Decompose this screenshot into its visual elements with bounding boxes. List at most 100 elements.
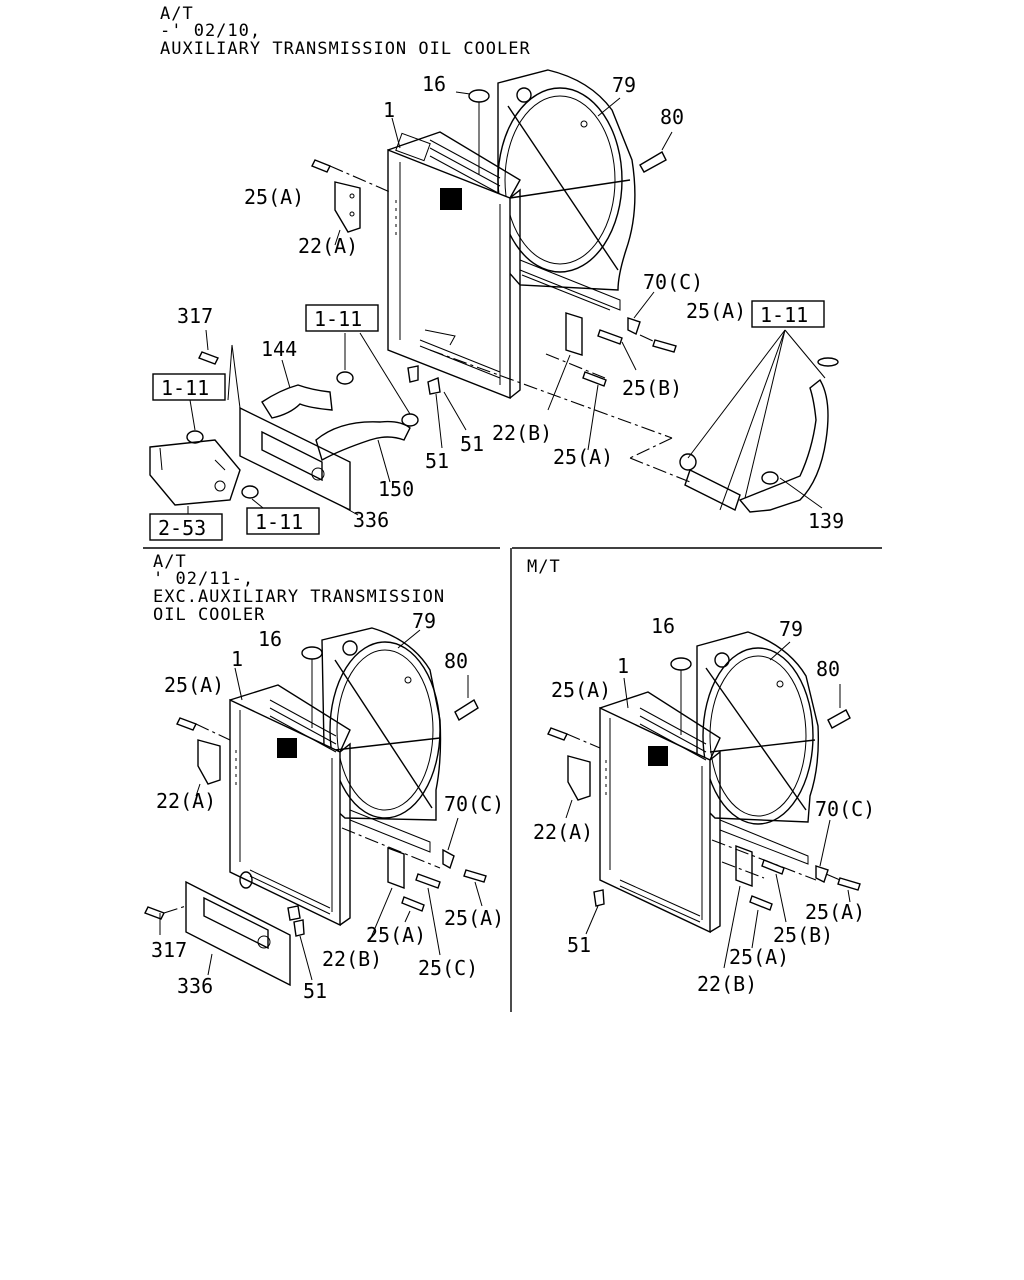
- label-bl-80: 80: [444, 649, 468, 673]
- label-bl-22b: 22(B): [322, 947, 382, 971]
- bolt-25a-bl-2: [463, 869, 487, 907]
- label-51-2: 51: [460, 432, 484, 456]
- fitting-51-bl: [293, 919, 313, 981]
- leader-79: [597, 97, 621, 117]
- label-br-1: 1: [617, 654, 629, 678]
- bolt-317: [198, 329, 219, 365]
- label-br-25b: 25(B): [773, 923, 833, 947]
- clamps-top: [186, 332, 697, 513]
- hose-150: [315, 420, 411, 483]
- ref-box-5-text[interactable]: 2-53: [158, 516, 206, 540]
- bracket-22b-br: [723, 844, 753, 969]
- bolt-25a-right: [639, 334, 677, 353]
- header-bl-line1: A/T: [153, 552, 187, 572]
- label-bl-70c: 70(C): [444, 792, 504, 816]
- label-bl-25a-3: 25(A): [366, 923, 426, 947]
- ref-box-3[interactable]: 1-11: [751, 300, 825, 328]
- bolt-25a-br-1: [547, 727, 601, 749]
- bracket-22a: [334, 181, 361, 246]
- label-br-79: 79: [779, 617, 803, 641]
- bracket-22b: [547, 312, 583, 411]
- bolt-80-br: [827, 684, 851, 729]
- label-br-25a-3: 25(A): [729, 945, 789, 969]
- bolt-25a-br-3: [749, 895, 773, 949]
- radiator-cap-16-br: [670, 657, 692, 735]
- label-25a-3: 25(A): [553, 445, 613, 469]
- diagram-bottom-left: 16 79 80 1 25(A) 22(A) 70(C) 25(A) 25(A)…: [144, 609, 504, 1003]
- ref-box-1-text[interactable]: 1-11: [314, 307, 362, 331]
- label-25a-2: 25(A): [686, 299, 746, 323]
- header-bl-line3: EXC.AUXILIARY TRANSMISSION: [153, 587, 445, 607]
- leader-1: [391, 117, 401, 149]
- label-70c: 70(C): [643, 270, 703, 294]
- bracket-22b-bl: [369, 846, 405, 941]
- clip-70c: [627, 291, 655, 335]
- label-bl-51: 51: [303, 979, 327, 1003]
- radiator-cap-16: [455, 89, 490, 175]
- label-br-70c: 70(C): [815, 797, 875, 821]
- label-bl-336: 336: [177, 974, 213, 998]
- ref-box-4[interactable]: 1-11: [246, 507, 320, 535]
- header-bottom-left: A/T ' 02/11-, EXC.AUXILIARY TRANSMISSION…: [153, 552, 445, 625]
- bracket-22a-bl: [195, 739, 221, 797]
- plate-336-bl: [163, 880, 291, 987]
- label-317: 317: [177, 304, 213, 328]
- bolt-80: [639, 131, 673, 173]
- label-139: 139: [808, 509, 844, 533]
- hose-144: [261, 359, 333, 419]
- ref-box-2-text[interactable]: 1-11: [161, 376, 209, 400]
- label-25a-1: 25(A): [244, 185, 304, 209]
- bolt-25a-lower: [582, 371, 607, 451]
- label-br-25a-1: 25(A): [551, 678, 611, 702]
- fittings-51: [407, 365, 467, 449]
- bolt-25a-br-2: [825, 873, 861, 903]
- fan-shroud-79-br: [696, 631, 819, 825]
- label-bl-317: 317: [151, 938, 187, 962]
- label-br-25a-2: 25(A): [805, 900, 865, 924]
- plate-336: [231, 344, 359, 516]
- radiator-1-br: [599, 691, 809, 934]
- label-79: 79: [612, 73, 636, 97]
- ref-box-5[interactable]: 2-53: [149, 513, 223, 541]
- fitting-51-br: [585, 889, 605, 935]
- clip-70c-bl: [442, 817, 459, 870]
- diagram-top: 16 79 80 1 25(A) 22(A) 70(C) 25(A) 25(B)…: [149, 69, 844, 541]
- label-br-22b: 22(B): [697, 972, 757, 996]
- label-br-80: 80: [816, 657, 840, 681]
- label-336: 336: [353, 508, 389, 532]
- radiator-1-bl: [229, 684, 431, 927]
- diagram-bottom-right: 16 79 80 1 25(A) 22(A) 70(C) 25(A) 25(B)…: [533, 614, 875, 996]
- header-top: A/T -' 02/10, AUXILIARY TRANSMISSION OIL…: [160, 4, 531, 59]
- ref-box-4-text[interactable]: 1-11: [255, 510, 303, 534]
- ref-box-1[interactable]: 1-11: [305, 304, 379, 332]
- bolt-25b: [597, 329, 637, 371]
- bolt-25a-top: [311, 159, 391, 193]
- bolt-25c-bl: [415, 873, 441, 956]
- clip-70c-br: [815, 819, 831, 883]
- header-top-line3: AUXILIARY TRANSMISSION OIL COOLER: [160, 39, 531, 59]
- bolt-25a-bl-1: [176, 717, 231, 741]
- label-16: 16: [422, 72, 446, 96]
- header-br-line1: M/T: [527, 557, 561, 577]
- aux-oil-cooler: [149, 439, 241, 514]
- header-bottom-right: M/T: [527, 557, 561, 577]
- label-bl-25a-1: 25(A): [164, 673, 224, 697]
- label-51-1: 51: [425, 449, 449, 473]
- header-top-line2: -' 02/10,: [160, 21, 261, 41]
- ref-box-3-text[interactable]: 1-11: [760, 303, 808, 327]
- bolt-80-bl: [454, 675, 479, 722]
- label-bl-16: 16: [258, 627, 282, 651]
- label-br-22a: 22(A): [533, 820, 593, 844]
- label-bl-22a: 22(A): [156, 789, 216, 813]
- fan-shroud-79-bl: [321, 627, 442, 821]
- label-bl-79: 79: [412, 609, 436, 633]
- oil-line-139: [684, 329, 839, 513]
- radiator-1: [387, 131, 621, 400]
- bracket-22a-br: [565, 755, 591, 819]
- header-top-line1: A/T: [160, 4, 194, 24]
- ref-box-2[interactable]: 1-11: [152, 373, 226, 401]
- label-150: 150: [378, 477, 414, 501]
- label-bl-1: 1: [231, 647, 243, 671]
- header-bl-line2: ' 02/11-,: [153, 569, 254, 589]
